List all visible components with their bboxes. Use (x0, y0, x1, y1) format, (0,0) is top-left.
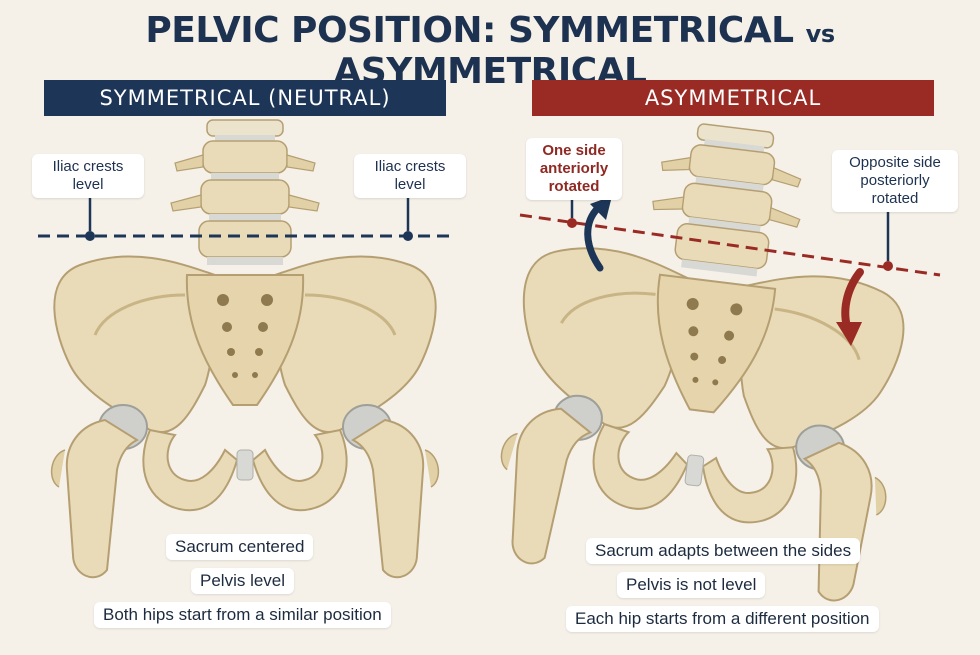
caption-hips-similar: Both hips start from a similar position (94, 602, 391, 628)
anterior-rotation-arrow-icon (584, 196, 612, 272)
callout-line: rotated (548, 178, 600, 195)
asymmetrical-banner: ASYMMETRICAL (532, 80, 934, 116)
iliac-crest-marker-left (85, 231, 95, 241)
callout-anterior-rotation: One side anteriorly rotated (526, 138, 622, 200)
callout-line: One side (542, 142, 606, 159)
callout-iliac-crests-left: Iliac crests level (32, 154, 144, 198)
callout-line: posteriorly (860, 172, 930, 189)
callout-line: level (394, 176, 426, 193)
callout-iliac-crests-right: Iliac crests level (354, 154, 466, 198)
callout-line: anteriorly (539, 160, 609, 177)
title-vs: vs (805, 20, 835, 48)
callout-posterior-rotation: Opposite side posteriorly rotated (832, 150, 958, 212)
posterior-rotation-arrow-icon (836, 268, 864, 346)
callout-line: Opposite side (849, 154, 941, 171)
caption-hips-different: Each hip starts from a different positio… (566, 606, 879, 632)
crest-marker-anterior (567, 218, 577, 228)
caption-pelvis-not-level: Pelvis is not level (617, 572, 766, 598)
callout-line: rotated (871, 190, 919, 207)
caption-sacrum-centered: Sacrum centered (166, 534, 314, 560)
iliac-crest-marker-right (403, 231, 413, 241)
caption-sacrum-adapts: Sacrum adapts between the sides (586, 538, 861, 564)
crest-marker-posterior (883, 261, 893, 271)
tilt-line (519, 213, 941, 277)
title-main: PELVIC POSITION: SYMMETRICAL (145, 10, 794, 51)
page-title: PELVIC POSITION: SYMMETRICAL vs ASYMMETR… (0, 10, 980, 92)
callout-line: level (72, 176, 104, 193)
symmetrical-banner: SYMMETRICAL (NEUTRAL) (44, 80, 446, 116)
caption-pelvis-level: Pelvis level (191, 568, 295, 594)
callout-line: Iliac crests (52, 158, 124, 175)
callout-line: Iliac crests (374, 158, 446, 175)
